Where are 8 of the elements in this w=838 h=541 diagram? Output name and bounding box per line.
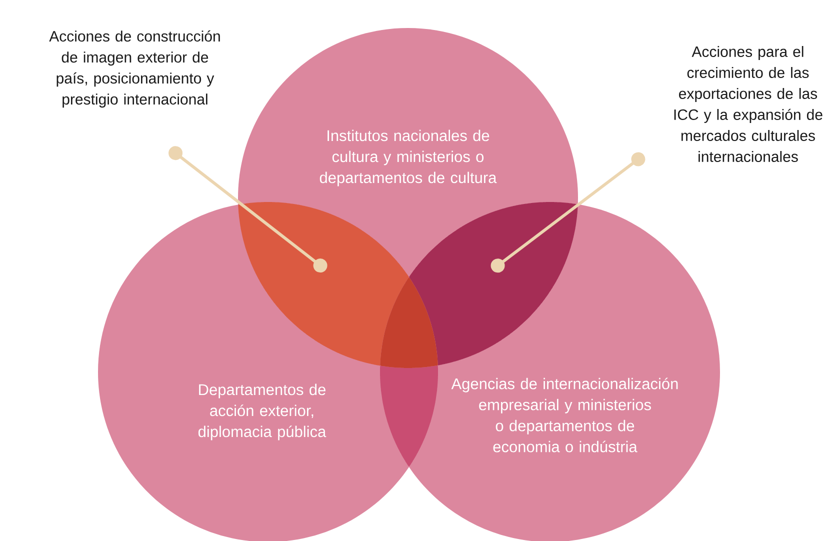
overlap-region (380, 365, 438, 466)
leader-line (168, 146, 328, 273)
annotation-text: Acciones de construcción de imagen exterior de país, posicionamiento y prestigio internacional (49, 30, 220, 108)
annotation-text: Acciones para el crecimiento de las exportaciones de las ICC y la expansión de mercados culturales internacionales (674, 46, 822, 162)
overlap-region (380, 278, 438, 368)
overlap-region (409, 202, 578, 366)
leader-line (490, 152, 646, 273)
overlap-region (238, 202, 409, 366)
